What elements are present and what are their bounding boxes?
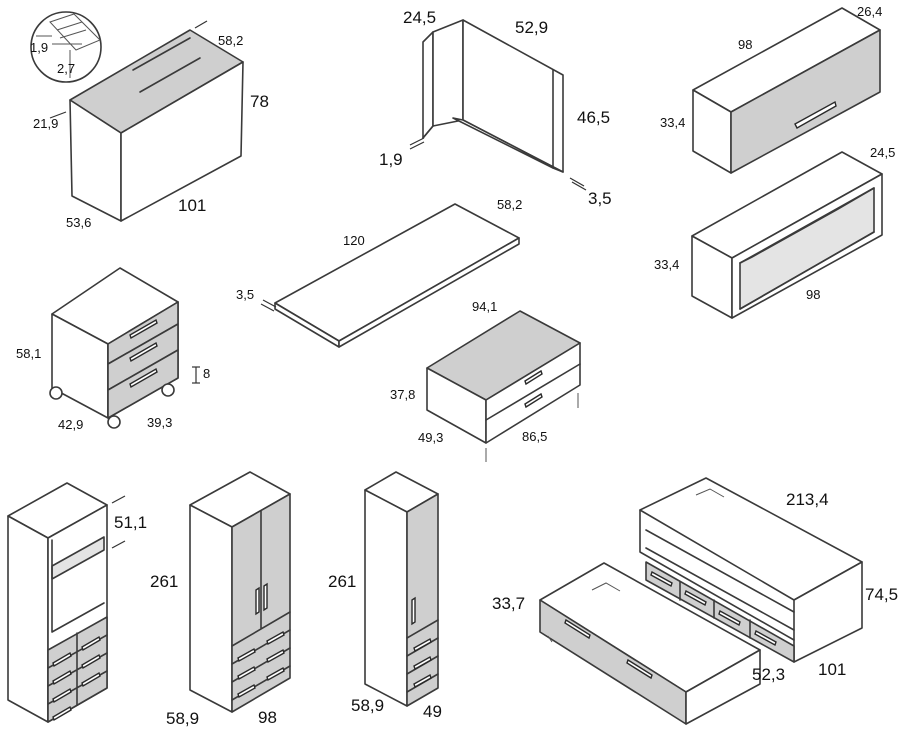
chest-width-label: 94,1 [472, 299, 497, 314]
desk-inset-a-label: 1,9 [30, 40, 48, 55]
wardrobe2-height-label: 261 [150, 572, 178, 591]
wardrobe1-width-label: 49 [423, 702, 442, 721]
tall-open-unit-drawing [7, 482, 126, 723]
corner-thickness-label: 1,9 [379, 150, 403, 169]
corner-panel-drawing [409, 19, 587, 191]
pedestal-drawer-label: 8 [203, 366, 210, 381]
tabletop-width-label: 120 [343, 233, 365, 248]
wall-door-depth-label: 26,4 [857, 4, 882, 19]
desk-height-label: 78 [250, 92, 269, 111]
bed-height-label: 74,5 [865, 585, 898, 604]
desk-top-depth-label: 58,2 [218, 33, 243, 48]
tabletop-depth-label: 58,2 [497, 197, 522, 212]
wall-unit-door-drawing [692, 7, 881, 174]
desk-overhang-label: 21,9 [33, 116, 58, 131]
tall-unit-niche-label: 51,1 [114, 513, 147, 532]
corner-depth-label: 24,5 [403, 8, 436, 27]
wall-door-width-label: 98 [738, 37, 752, 52]
wall-door-height-label: 33,4 [660, 115, 685, 130]
desk-depth-label: 53,6 [66, 215, 91, 230]
tabletop-thickness-label: 3,5 [236, 287, 254, 302]
wardrobe1-depth-label: 58,9 [351, 696, 384, 715]
wall-open-width-label: 98 [806, 287, 820, 302]
bed-width-label: 101 [818, 660, 846, 679]
bed-drawer-depth-label: 33,7 [492, 594, 525, 613]
desk-inset-b-label: 2,7 [57, 61, 75, 76]
pedestal-height-label: 58,1 [16, 346, 41, 361]
desk-drawing [30, 11, 244, 222]
corner-width-label: 52,9 [515, 18, 548, 37]
wardrobe-2door-drawing [189, 471, 291, 713]
pedestal-depth-label: 42,9 [58, 417, 83, 432]
chest-length-label: 86,5 [522, 429, 547, 444]
wardrobe1-height-label: 261 [328, 572, 356, 591]
pedestal-width-label: 39,3 [147, 415, 172, 430]
bed-length-label: 213,4 [786, 490, 829, 509]
table-top-drawing [260, 203, 520, 348]
wall-open-height-label: 33,4 [654, 257, 679, 272]
corner-thickness-b-label: 3,5 [588, 189, 612, 208]
chest-depth-label: 49,3 [418, 430, 443, 445]
bed-trundle-width-label: 52,3 [752, 665, 785, 684]
desk-width-label: 101 [178, 196, 206, 215]
wardrobe2-depth-label: 58,9 [166, 709, 199, 728]
corner-height-label: 46,5 [577, 108, 610, 127]
wall-unit-open-drawing [691, 151, 883, 319]
drawer-pedestal-drawing [49, 267, 200, 429]
low-chest-drawing [426, 310, 581, 462]
bed-drawing [539, 477, 863, 725]
wall-open-depth-label: 24,5 [870, 145, 895, 160]
wardrobe-1door-drawing [364, 471, 439, 707]
wardrobe2-width-label: 98 [258, 708, 277, 727]
chest-height-label: 37,8 [390, 387, 415, 402]
